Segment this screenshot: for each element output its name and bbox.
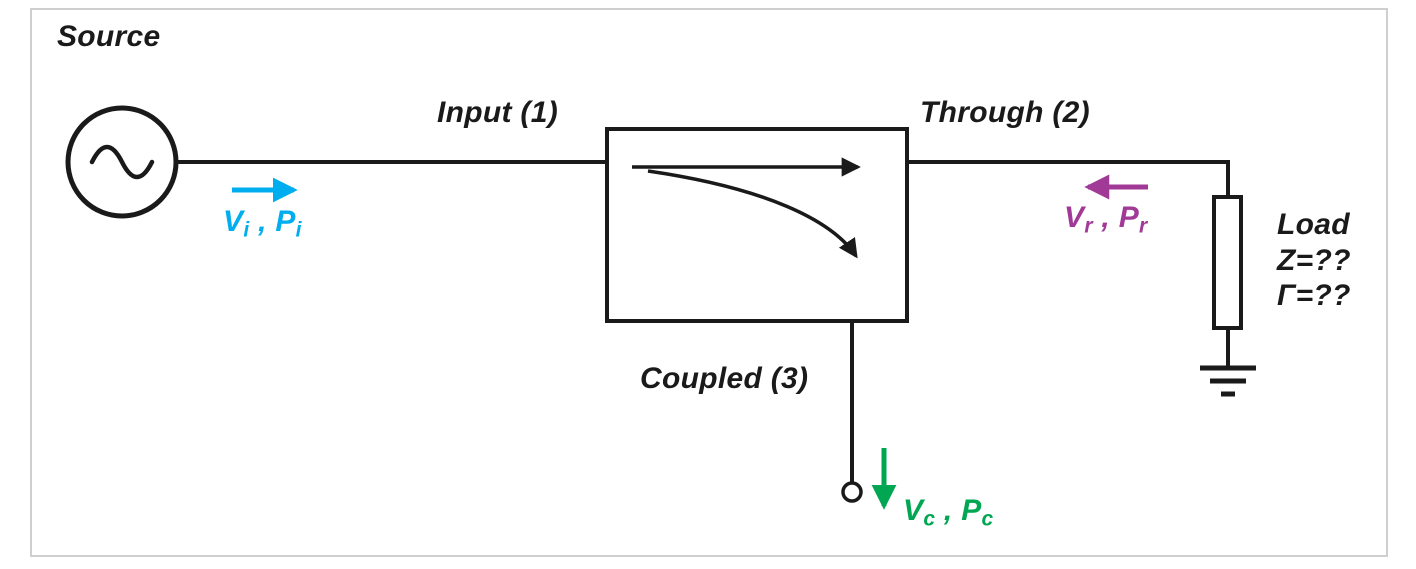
image-border-frame <box>30 8 1388 557</box>
incident-p-sub: i <box>295 218 302 242</box>
reflected-p: P <box>1118 201 1140 234</box>
coupled-port-terminal <box>841 481 863 503</box>
incident-sep: , <box>249 205 276 238</box>
coupled-port-label: Coupled (3) <box>640 362 809 395</box>
coupled-wave-label: Vc , Pc <box>903 494 994 531</box>
incident-v-sub: i <box>243 218 250 242</box>
reflected-p-sub: r <box>1139 214 1148 238</box>
reflected-v-sub: r <box>1084 214 1093 238</box>
reflected-sep: , <box>1092 201 1119 234</box>
load-impedance-label: Z=?? <box>1277 244 1351 277</box>
input-port-label: Input (1) <box>437 96 559 129</box>
coupled-p: P <box>961 494 982 527</box>
sine-wave-icon <box>89 144 155 180</box>
load-label: Load <box>1277 208 1350 241</box>
load-resistor <box>1212 195 1243 330</box>
load-gamma-label: Γ=?? <box>1277 279 1351 312</box>
through-transmission-line <box>907 160 1230 197</box>
reflected-wave-label: Vr , Pr <box>1064 201 1148 238</box>
coupled-p-sub: c <box>981 507 994 531</box>
coupled-v-sub: c <box>923 507 936 531</box>
incident-v: V <box>223 205 244 238</box>
source-label: Source <box>57 20 161 53</box>
coupled-v: V <box>903 494 924 527</box>
incident-p: P <box>275 205 296 238</box>
reflected-v: V <box>1064 201 1085 234</box>
coupled-path-arrow-icon <box>647 169 858 259</box>
coupler-box <box>605 127 909 323</box>
coupled-sep: , <box>935 494 962 527</box>
incident-wave-label: Vi , Pi <box>223 205 302 242</box>
through-port-label: Through (2) <box>920 96 1090 129</box>
